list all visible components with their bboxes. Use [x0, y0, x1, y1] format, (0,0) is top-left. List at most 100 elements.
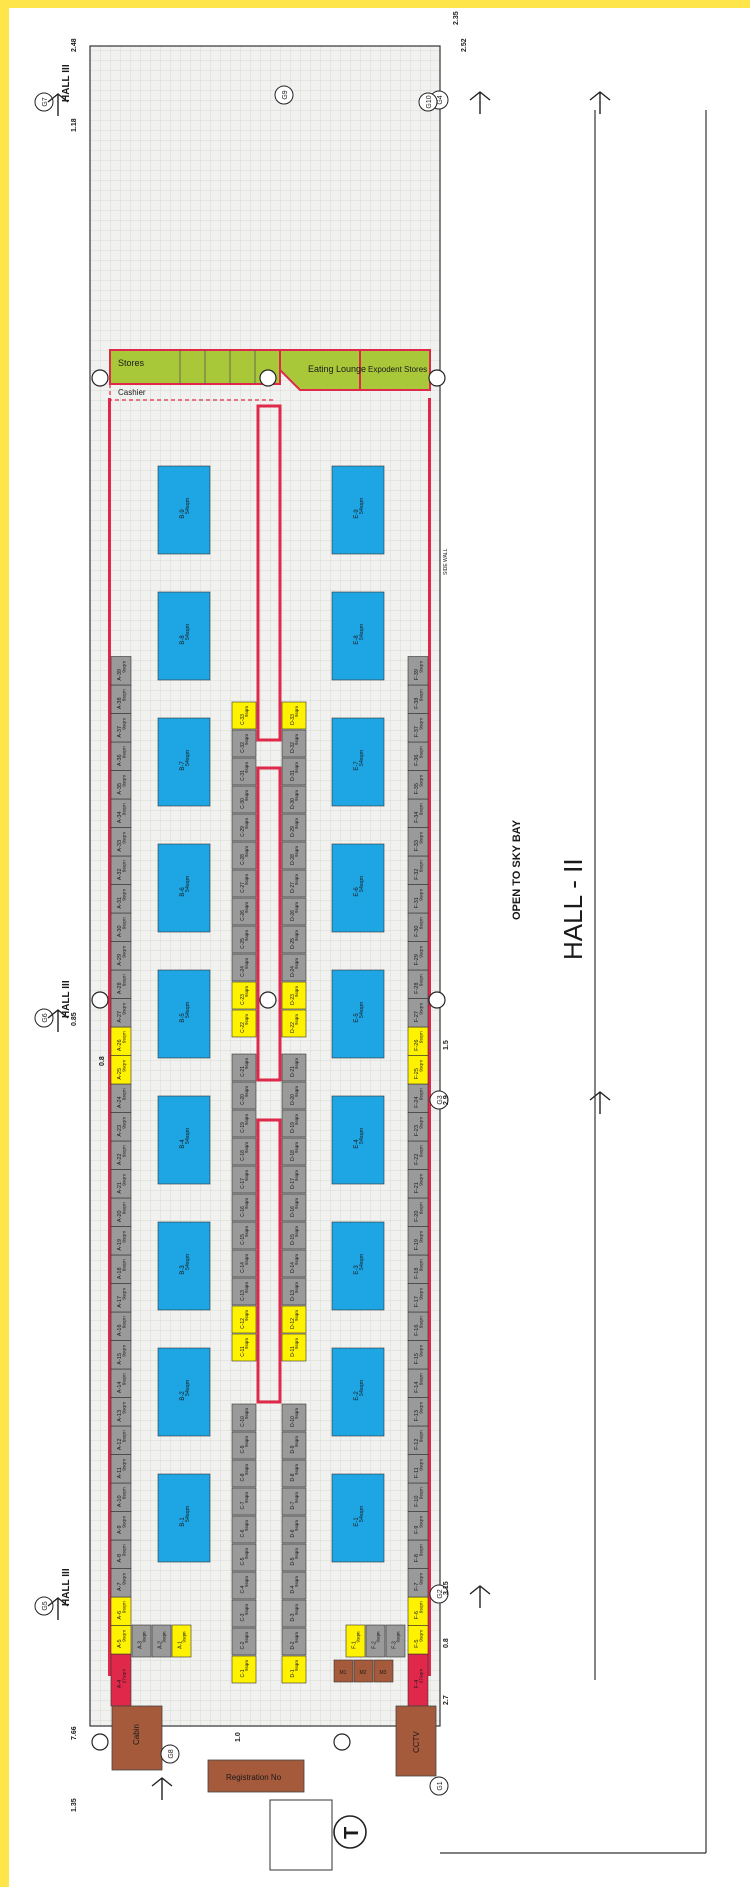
booth-a-4[interactable]: A-427sqm [110, 1653, 132, 1707]
booth-d-25[interactable]: D-259sqm [281, 925, 307, 954]
booth-a-38[interactable]: A-389sqm [110, 684, 132, 714]
booth-d-16[interactable]: D-169sqm [281, 1193, 307, 1222]
booth-c-18[interactable]: C-189sqm [231, 1137, 257, 1166]
booth-e-4[interactable]: E-454sqm [331, 1095, 385, 1185]
booth-b-9[interactable]: B-954sqm [157, 465, 211, 555]
booth-c-29[interactable]: C-299sqm [231, 813, 257, 842]
booth-f-33[interactable]: F-339sqm [407, 827, 429, 857]
booth-c-33[interactable]: C-339sqm [231, 701, 257, 730]
booth-c-9[interactable]: C-99sqm [231, 1431, 257, 1460]
booth-d-30[interactable]: D-309sqm [281, 785, 307, 814]
booth-a-24[interactable]: A-249sqm [110, 1083, 132, 1113]
booth-f-35[interactable]: F-359sqm [407, 770, 429, 800]
booth-c-32[interactable]: C-329sqm [231, 729, 257, 758]
booth-f-27[interactable]: F-279sqm [407, 998, 429, 1028]
booth-f-15[interactable]: F-159sqm [407, 1340, 429, 1370]
booth-c-14[interactable]: C-149sqm [231, 1249, 257, 1278]
booth-d-33[interactable]: D-339sqm [281, 701, 307, 730]
booth-d-23[interactable]: D-239sqm [281, 981, 307, 1010]
booth-f-36[interactable]: F-369sqm [407, 741, 429, 771]
booth-d-7[interactable]: D-79sqm [281, 1487, 307, 1516]
booth-e-2[interactable]: E-254sqm [331, 1347, 385, 1437]
booth-c-30[interactable]: C-309sqm [231, 785, 257, 814]
booth-b-4[interactable]: B-454sqm [157, 1095, 211, 1185]
booth-d-15[interactable]: D-159sqm [281, 1221, 307, 1250]
booth-d-8[interactable]: D-89sqm [281, 1459, 307, 1488]
booth-d-5[interactable]: D-59sqm [281, 1543, 307, 1572]
booth-f-21[interactable]: F-219sqm [407, 1169, 429, 1199]
booth-d-31[interactable]: D-319sqm [281, 757, 307, 786]
booth-e-5[interactable]: E-554sqm [331, 969, 385, 1059]
booth-c-16[interactable]: C-169sqm [231, 1193, 257, 1222]
booth-a-32[interactable]: A-329sqm [110, 855, 132, 885]
booth-f-23[interactable]: F-239sqm [407, 1112, 429, 1142]
booth-a-27[interactable]: A-279sqm [110, 998, 132, 1028]
booth-a-36[interactable]: A-369sqm [110, 741, 132, 771]
booth-c-27[interactable]: C-279sqm [231, 869, 257, 898]
booth-a-17[interactable]: A-179sqm [110, 1283, 132, 1313]
booth-a-9[interactable]: A-99sqm [110, 1511, 132, 1541]
booth-c-10[interactable]: C-109sqm [231, 1403, 257, 1432]
booth-c-7[interactable]: C-79sqm [231, 1487, 257, 1516]
booth-f-16[interactable]: F-169sqm [407, 1311, 429, 1341]
booth-a-13[interactable]: A-139sqm [110, 1397, 132, 1427]
booth-c-6[interactable]: C-69sqm [231, 1515, 257, 1544]
booth-d-32[interactable]: D-329sqm [281, 729, 307, 758]
booth-f-1[interactable]: F-19sqm [345, 1624, 366, 1658]
booth-d-14[interactable]: D-149sqm [281, 1249, 307, 1278]
booth-a-1[interactable]: A-19sqm [171, 1624, 192, 1658]
booth-c-31[interactable]: C-319sqm [231, 757, 257, 786]
booth-f-38[interactable]: F-389sqm [407, 684, 429, 714]
booth-d-21[interactable]: D-219sqm [281, 1053, 307, 1082]
booth-f-24[interactable]: F-249sqm [407, 1083, 429, 1113]
booth-b-2[interactable]: B-254sqm [157, 1347, 211, 1437]
booth-d-18[interactable]: D-189sqm [281, 1137, 307, 1166]
booth-d-13[interactable]: D-139sqm [281, 1277, 307, 1306]
booth-a-35[interactable]: A-359sqm [110, 770, 132, 800]
booth-d-3[interactable]: D-39sqm [281, 1599, 307, 1628]
booth-f-11[interactable]: F-119sqm [407, 1454, 429, 1484]
booth-f-29[interactable]: F-299sqm [407, 941, 429, 971]
booth-a-37[interactable]: A-379sqm [110, 713, 132, 743]
booth-f-17[interactable]: F-179sqm [407, 1283, 429, 1313]
booth-a-11[interactable]: A-119sqm [110, 1454, 132, 1484]
booth-c-3[interactable]: C-39sqm [231, 1599, 257, 1628]
booth-a-34[interactable]: A-349sqm [110, 798, 132, 828]
booth-d-10[interactable]: D-109sqm [281, 1403, 307, 1432]
booth-f-19[interactable]: F-199sqm [407, 1226, 429, 1256]
booth-c-20[interactable]: C-209sqm [231, 1081, 257, 1110]
booth-a-5[interactable]: A-59sqm [110, 1625, 132, 1655]
booth-d-1[interactable]: D-19sqm [281, 1655, 307, 1684]
booth-d-22[interactable]: D-229sqm [281, 1009, 307, 1038]
booth-a-22[interactable]: A-229sqm [110, 1140, 132, 1170]
booth-c-5[interactable]: C-59sqm [231, 1543, 257, 1572]
booth-a-30[interactable]: A-309sqm [110, 912, 132, 942]
booth-e-1[interactable]: E-154sqm [331, 1473, 385, 1563]
booth-a-6[interactable]: A-69sqm [110, 1596, 132, 1626]
booth-d-24[interactable]: D-249sqm [281, 953, 307, 982]
booth-d-19[interactable]: D-199sqm [281, 1109, 307, 1138]
booth-a-18[interactable]: A-189sqm [110, 1254, 132, 1284]
booth-f-32[interactable]: F-329sqm [407, 855, 429, 885]
booth-a-20[interactable]: A-209sqm [110, 1197, 132, 1227]
booth-a-21[interactable]: A-219sqm [110, 1169, 132, 1199]
booth-d-12[interactable]: D-129sqm [281, 1305, 307, 1334]
booth-a-12[interactable]: A-129sqm [110, 1425, 132, 1455]
booth-f-12[interactable]: F-129sqm [407, 1425, 429, 1455]
booth-f-18[interactable]: F-189sqm [407, 1254, 429, 1284]
booth-e-3[interactable]: E-354sqm [331, 1221, 385, 1311]
booth-c-24[interactable]: C-249sqm [231, 953, 257, 982]
booth-c-28[interactable]: C-289sqm [231, 841, 257, 870]
booth-f-30[interactable]: F-309sqm [407, 912, 429, 942]
booth-c-11[interactable]: C-119sqm [231, 1333, 257, 1362]
booth-b-5[interactable]: B-554sqm [157, 969, 211, 1059]
booth-e-6[interactable]: E-654sqm [331, 843, 385, 933]
booth-d-29[interactable]: D-299sqm [281, 813, 307, 842]
booth-a-31[interactable]: A-319sqm [110, 884, 132, 914]
booth-e-7[interactable]: E-754sqm [331, 717, 385, 807]
booth-a-3[interactable]: A-39sqm [131, 1624, 152, 1658]
booth-f-7[interactable]: F-79sqm [407, 1568, 429, 1598]
booth-a-39[interactable]: A-399sqm [110, 656, 132, 686]
booth-f-28[interactable]: F-289sqm [407, 969, 429, 999]
booth-c-17[interactable]: C-179sqm [231, 1165, 257, 1194]
